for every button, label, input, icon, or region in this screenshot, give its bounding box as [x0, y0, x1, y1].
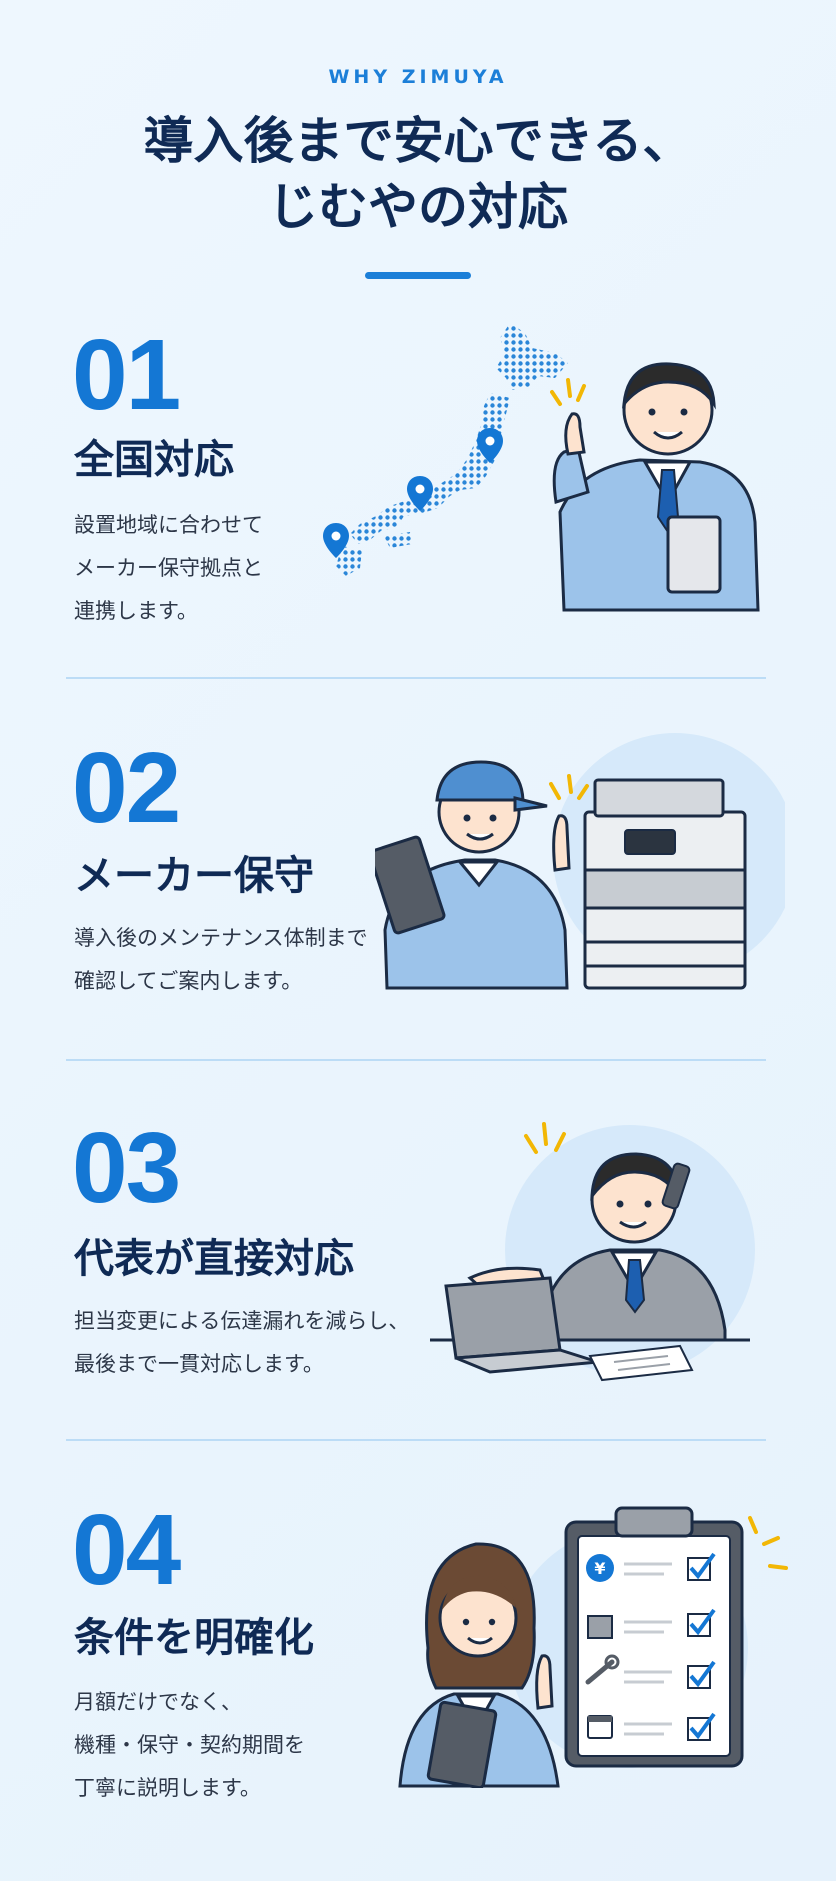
feature-heading-02: メーカー保守: [74, 853, 314, 899]
technician-copier-illustration: [375, 733, 785, 990]
checklist-illustration: ¥: [398, 1506, 788, 1788]
feature-body-line: 担当変更による伝達漏れを減らし、: [74, 1309, 410, 1333]
feature-body-03: 担当変更による伝達漏れを減らし、 最後まで一貫対応します。: [74, 1300, 409, 1386]
checkbox-checked-icon: [687, 1712, 716, 1741]
map-pin-icon: [323, 523, 349, 558]
feature-body-line: 導入後のメンテナンス体制まで: [74, 926, 368, 950]
feature-body-line: 確認してご案内します。: [74, 969, 303, 993]
feature-body-line: 連携します。: [74, 599, 198, 623]
section-divider: [66, 1439, 766, 1441]
feature-heading-01: 全国対応: [74, 437, 234, 483]
feature-body-line: 機種・保守・契約期間を: [74, 1733, 305, 1757]
title-underline: [365, 272, 471, 279]
clipboard-icon: [564, 1506, 744, 1768]
japan-map-illustration: [323, 323, 568, 576]
checkbox-checked-icon: [687, 1660, 716, 1689]
checkbox-checked-icon: [687, 1608, 716, 1637]
copier-icon: [583, 778, 747, 990]
feature-body-line: 月額だけでなく、: [74, 1690, 242, 1714]
feature-body-01: 設置地域に合わせて メーカー保守拠点と 連携します。: [74, 504, 263, 633]
feature-number-04: 04: [72, 1494, 181, 1606]
title-line-2: じむやの対応: [268, 178, 568, 236]
section-divider: [66, 677, 766, 679]
feature-body-line: 丁寧に説明します。: [74, 1776, 261, 1800]
section-divider: [66, 1059, 766, 1061]
document-icon: [588, 1344, 694, 1382]
feature-body-line: 最後まで一貫対応します。: [74, 1352, 324, 1376]
svg-text:¥: ¥: [594, 1559, 605, 1578]
feature-heading-04: 条件を明確化: [74, 1615, 314, 1661]
feature-body-02: 導入後のメンテナンス体制まで 確認してご案内します。: [74, 917, 368, 1003]
feature-body-line: メーカー保守拠点と: [74, 556, 263, 580]
representative-phone-illustration: [430, 1122, 755, 1382]
feature-number-03: 03: [72, 1112, 181, 1224]
map-pin-icon: [477, 428, 503, 463]
feature-number-02: 02: [72, 732, 181, 844]
printer-icon: [587, 1615, 613, 1639]
feature-heading-03: 代表が直接対応: [74, 1236, 354, 1282]
laptop-icon: [444, 1276, 599, 1374]
feature-number-01: 01: [72, 319, 181, 431]
businessman-pointing-illustration: [550, 362, 760, 612]
section-eyebrow: WHY ZIMUYA: [328, 66, 508, 88]
checkbox-checked-icon: [687, 1552, 716, 1581]
wrench-icon: [585, 1654, 620, 1685]
calendar-icon: [587, 1715, 613, 1739]
feature-body-04: 月額だけでなく、 機種・保守・契約期間を 丁寧に説明します。: [74, 1681, 305, 1810]
map-pin-icon: [407, 476, 433, 511]
feature-body-line: 設置地域に合わせて: [74, 513, 263, 537]
title-line-1: 導入後まで安心できる、: [143, 112, 693, 170]
page-title: 導入後まで安心できる、 じむやの対応: [0, 108, 836, 240]
yen-icon: ¥: [586, 1554, 614, 1582]
